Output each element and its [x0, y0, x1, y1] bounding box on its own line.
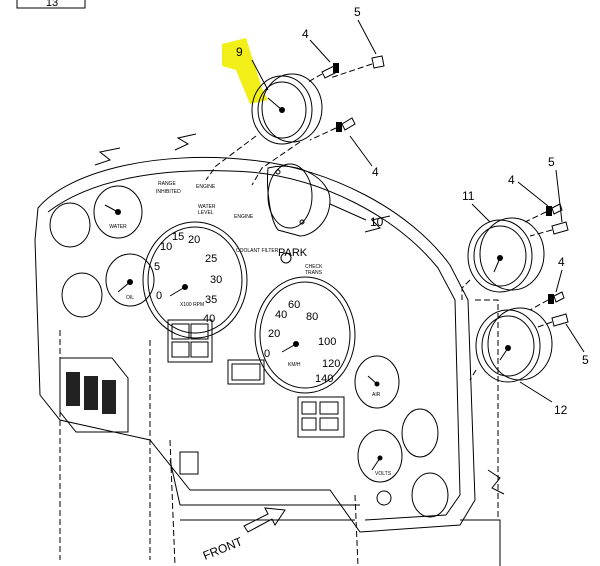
callout-4d: 4 [558, 255, 565, 269]
tach-tick: 10 [160, 241, 172, 253]
label-trans: TRANS [305, 270, 323, 276]
alignment-line [461, 279, 471, 300]
screw-4b [309, 117, 356, 141]
speedo-tick: 80 [306, 311, 318, 323]
odometer-display [227, 359, 265, 385]
callout-4c: 4 [508, 173, 515, 187]
leader-9 [251, 59, 269, 91]
screw-4d [529, 291, 565, 311]
tach-tick: 5 [154, 261, 160, 273]
alignment-line [469, 369, 477, 381]
speedometer: 0 20 40 60 80 100 120 140 KM/H [254, 276, 356, 394]
callout-9: 9 [236, 45, 243, 59]
label-coolant: COOLANT FILTER [236, 248, 279, 254]
water-temp-gauge: WATER [93, 185, 143, 239]
svg-text:AIR: AIR [372, 392, 381, 398]
alignment-line [205, 135, 257, 181]
speedo-tick: 120 [322, 358, 340, 370]
gauge-12 [475, 307, 553, 383]
tach-tick: 0 [156, 290, 162, 302]
screw-4a [307, 63, 339, 83]
callout-5a: 5 [354, 5, 361, 19]
callout-5b: 5 [548, 155, 555, 169]
callout-12: 12 [554, 403, 568, 417]
tach-tick: 35 [205, 294, 217, 306]
speedo-tick: 60 [288, 299, 300, 311]
tach-tick: 30 [210, 274, 222, 286]
label-engine: ENGINE [234, 214, 254, 220]
callout-4a: 4 [302, 27, 309, 41]
tachometer: 0 5 10 15 20 25 30 35 40 X100 RPM [142, 221, 248, 339]
page-label: 13 [46, 0, 58, 9]
highlight-marker-9 [222, 38, 268, 104]
blank-gauge-right-bottom [411, 472, 449, 518]
label-engine-top: ENGINE [196, 184, 216, 190]
leader-12 [519, 381, 553, 403]
screw-4c [524, 203, 563, 223]
leader-11 [471, 203, 491, 223]
page-label-box: 13 [16, 0, 86, 9]
label-check: CHECK [305, 264, 323, 270]
leader-4d [555, 269, 563, 293]
label-level: LEVEL [198, 210, 214, 216]
tach-tick: 25 [205, 253, 217, 265]
blank-gauge-left-top [49, 202, 91, 248]
switch-panel [297, 396, 345, 438]
instrument-cluster: WATER OIL RANGE INHIBITED ENGINE WATER L… [34, 133, 505, 566]
leader-4a [309, 39, 331, 63]
panel-knob [376, 490, 392, 506]
volts-gauge: VOLTS [357, 429, 403, 483]
callout-5c: 5 [582, 353, 589, 367]
leader-5a [357, 19, 377, 55]
stud-5b [529, 221, 569, 237]
label-range: RANGE [158, 181, 176, 187]
leader-5b [555, 169, 563, 223]
tach-unit: X100 RPM [180, 302, 204, 308]
tach-tick: 20 [188, 234, 200, 246]
svg-text:VOLTS: VOLTS [375, 471, 392, 477]
tach-tick: 40 [203, 313, 215, 325]
front-label: FRONT [201, 534, 245, 563]
blank-gauge-left [61, 272, 103, 318]
alignment-line [251, 141, 301, 186]
callout-4b: 4 [372, 165, 379, 179]
blank-gauge-right [401, 408, 439, 458]
rocker-switch-module [59, 357, 129, 433]
gauge-9 [251, 73, 323, 145]
front-arrow: FRONT [201, 507, 286, 563]
stud-5a [329, 55, 385, 79]
park-brake-icon [280, 252, 292, 264]
speedo-unit: KM/H [288, 362, 301, 368]
panel-clip [179, 451, 199, 475]
label-park: PARK [278, 247, 308, 259]
cover-plate-10 [267, 163, 331, 237]
leader-10 [329, 203, 367, 221]
leader-4c [517, 181, 549, 207]
callout-11: 11 [462, 189, 475, 203]
speedo-tick: 0 [264, 348, 270, 360]
gauge-11 [467, 217, 545, 293]
oil-pressure-gauge: OIL [105, 253, 155, 307]
leader-4b [349, 135, 373, 167]
svg-text:OIL: OIL [126, 295, 134, 301]
tach-tick: 15 [172, 231, 184, 243]
leader-5c [565, 323, 585, 353]
label-inhibited: INHIBITED [156, 189, 181, 195]
speedo-tick: 40 [275, 309, 287, 321]
stud-5c [534, 313, 569, 329]
speedo-tick: 140 [315, 373, 333, 385]
label-water: WATER [198, 204, 216, 210]
air-gauge-panel: AIR [354, 355, 400, 409]
indicator-lights [167, 319, 213, 363]
speedo-tick: 100 [318, 336, 336, 348]
svg-text:WATER: WATER [109, 224, 127, 230]
speedo-tick: 20 [268, 328, 280, 340]
callout-10: 10 [370, 215, 384, 229]
